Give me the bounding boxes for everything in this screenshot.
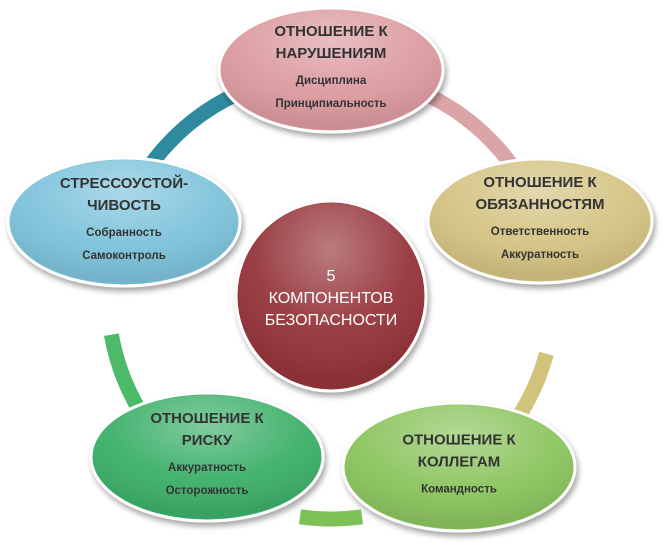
- center-circle: 5 КОМПОНЕНТОВ БЕЗОПАСНОСТИ: [234, 199, 428, 393]
- node-item: Собранность: [86, 227, 162, 239]
- node-title-line: ЧИВОСТЬ: [87, 197, 161, 214]
- node-title-line: КОЛЛЕГАМ: [418, 454, 500, 471]
- node-shine-violations: [221, 10, 441, 130]
- node-shine-risk: [93, 395, 321, 519]
- node-title-line: ОТНОШЕНИЕ К: [150, 410, 264, 427]
- connector-arc-colleagues-risk: [298, 509, 364, 527]
- node-item: Аккуратность: [168, 462, 246, 474]
- node-shine-stress: [10, 160, 238, 284]
- node-item: Дисциплина: [296, 75, 367, 87]
- node-title-line: СТРЕССОУСТОЙ-: [60, 174, 188, 192]
- node-item: Самоконтроль: [82, 250, 166, 262]
- node-item: Аккуратность: [501, 249, 579, 261]
- node-stress: СТРЕССОУСТОЙ- ЧИВОСТЬ СобранностьСамоконтр…: [6, 156, 242, 288]
- node-title-line: ОБЯЗАННОСТЯМ: [475, 196, 604, 213]
- center-number: 5: [327, 268, 336, 285]
- center-line-1: КОМПОНЕНТОВ: [269, 290, 394, 307]
- node-shine-colleagues: [345, 405, 573, 529]
- center-line-2: БЕЗОПАСНОСТИ: [265, 312, 397, 329]
- center-circle-shine: [238, 203, 424, 389]
- node-item: Принципиальность: [275, 98, 386, 110]
- node-item: Осторожность: [166, 485, 249, 497]
- node-shine-duties: [430, 161, 650, 281]
- node-violations: ОТНОШЕНИЕ К НАРУШЕНИЯМ ДисциплинаПринципиа…: [217, 6, 445, 134]
- node-title-line: ОТНОШЕНИЕ К: [483, 174, 597, 191]
- node-title-line: РИСКУ: [182, 432, 233, 449]
- node-title-line: ОТНОШЕНИЕ К: [274, 23, 388, 40]
- node-title-line: ОТНОШЕНИЕ К: [402, 432, 516, 449]
- node-item: Командность: [421, 484, 497, 496]
- node-item: Ответственность: [491, 226, 589, 238]
- node-colleagues: ОТНОШЕНИЕ К КОЛЛЕГАМ Командность: [341, 401, 577, 533]
- node-title-line: НАРУШЕНИЯМ: [276, 45, 387, 62]
- node-duties: ОТНОШЕНИЕ К ОБЯЗАННОСТЯМ ОтветственностьАк…: [426, 157, 654, 285]
- component-nodes: ОТНОШЕНИЕ К НАРУШЕНИЯМ ДисциплинаПринципиа…: [6, 6, 654, 533]
